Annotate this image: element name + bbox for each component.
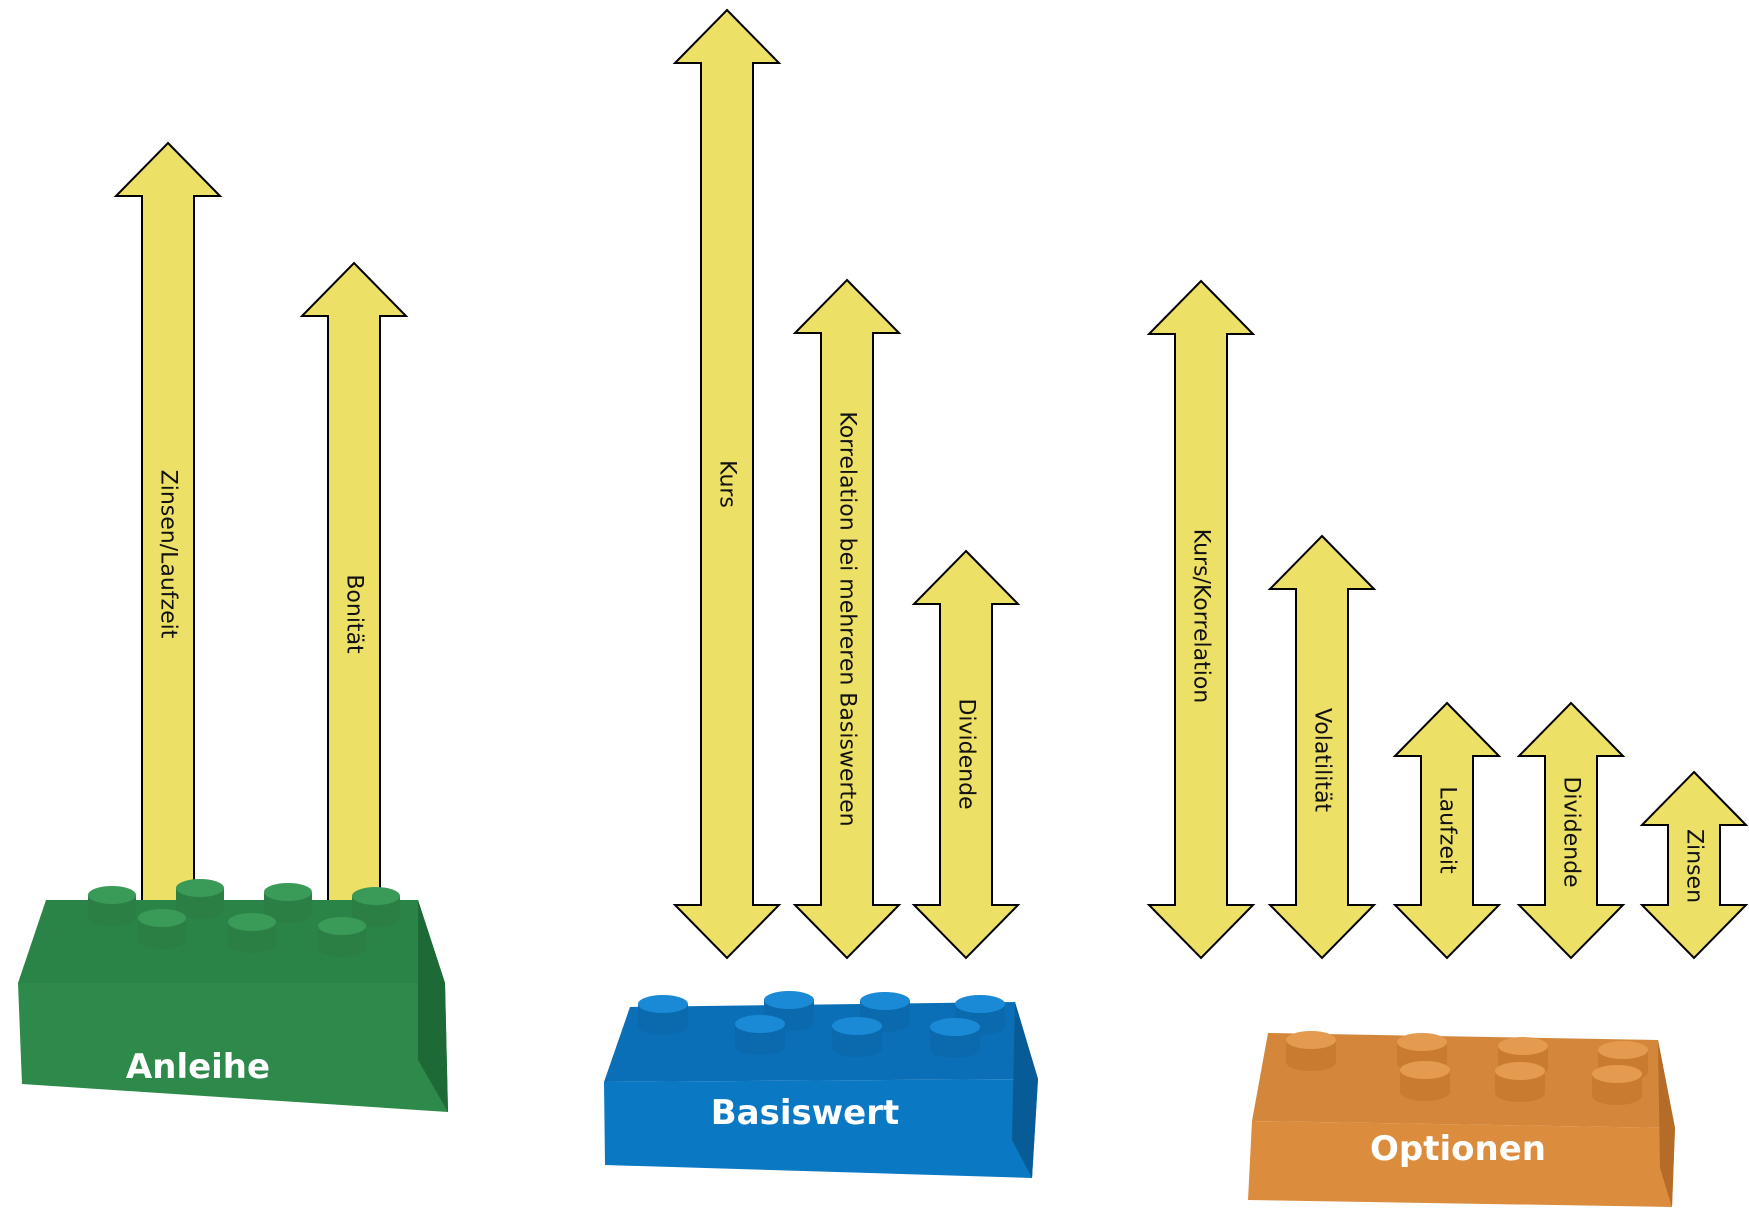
- arrow-label: Zinsen: [1682, 829, 1707, 903]
- stud: [638, 995, 688, 1035]
- brick-anleihe: Anleihe: [18, 879, 448, 1112]
- stud: [176, 879, 224, 919]
- arrow-label: Laufzeit: [1435, 786, 1460, 874]
- arrow-label: Bonität: [342, 574, 367, 654]
- stud: [264, 883, 312, 923]
- stud: [832, 1017, 882, 1057]
- arrow-korrelation: Korrelation bei mehreren Basiswerten: [792, 278, 902, 960]
- stud: [318, 917, 366, 957]
- brick-label-anleihe: Anleihe: [126, 1047, 270, 1087]
- stud: [930, 1018, 980, 1058]
- stud: [1592, 1065, 1642, 1105]
- stud: [1286, 1031, 1336, 1071]
- stud: [1400, 1061, 1450, 1101]
- group-anleihe: Zinsen/Laufzeit Bonität Anleihe: [18, 141, 448, 1112]
- group-optionen: Kurs/Korrelation Volatilität Laufzeit Di…: [1146, 279, 1749, 1207]
- stud: [88, 886, 136, 926]
- arrow-kurs: Kurs: [672, 8, 782, 960]
- arrow-label: Korrelation bei mehreren Basiswerten: [835, 411, 860, 826]
- brick-label-optionen: Optionen: [1370, 1129, 1546, 1169]
- stud: [138, 909, 186, 949]
- arrow-zinsen: Zinsen: [1639, 770, 1749, 960]
- group-basiswert: Kurs Korrelation bei mehreren Basiswerte…: [604, 8, 1038, 1178]
- arrow-label: Kurs: [715, 460, 740, 508]
- arrow-kurs-korrelation: Kurs/Korrelation: [1146, 279, 1256, 960]
- arrow-volatilitaet: Volatilität: [1267, 534, 1377, 960]
- brick-label-basiswert: Basiswert: [711, 1093, 899, 1133]
- arrow-label: Dividende: [1559, 776, 1584, 887]
- arrow-bonitaet: Bonität: [299, 261, 409, 967]
- brick-basiswert: Basiswert: [604, 991, 1038, 1178]
- arrow-dividende-optionen: Dividende: [1516, 701, 1626, 960]
- arrow-label: Zinsen/Laufzeit: [156, 470, 181, 639]
- stud: [735, 1015, 785, 1055]
- arrow-label: Volatilität: [1310, 708, 1335, 812]
- arrow-dividende-basiswert: Dividende: [911, 549, 1021, 960]
- stud: [352, 887, 400, 927]
- stud: [1495, 1062, 1545, 1102]
- stud: [860, 992, 910, 1032]
- stud: [228, 913, 276, 953]
- arrow-label: Kurs/Korrelation: [1189, 529, 1214, 703]
- arrow-laufzeit: Laufzeit: [1392, 701, 1502, 960]
- arrow-zinsen-laufzeit: Zinsen/Laufzeit: [113, 141, 223, 967]
- arrow-label: Dividende: [954, 698, 979, 809]
- brick-optionen: Optionen: [1248, 1031, 1675, 1207]
